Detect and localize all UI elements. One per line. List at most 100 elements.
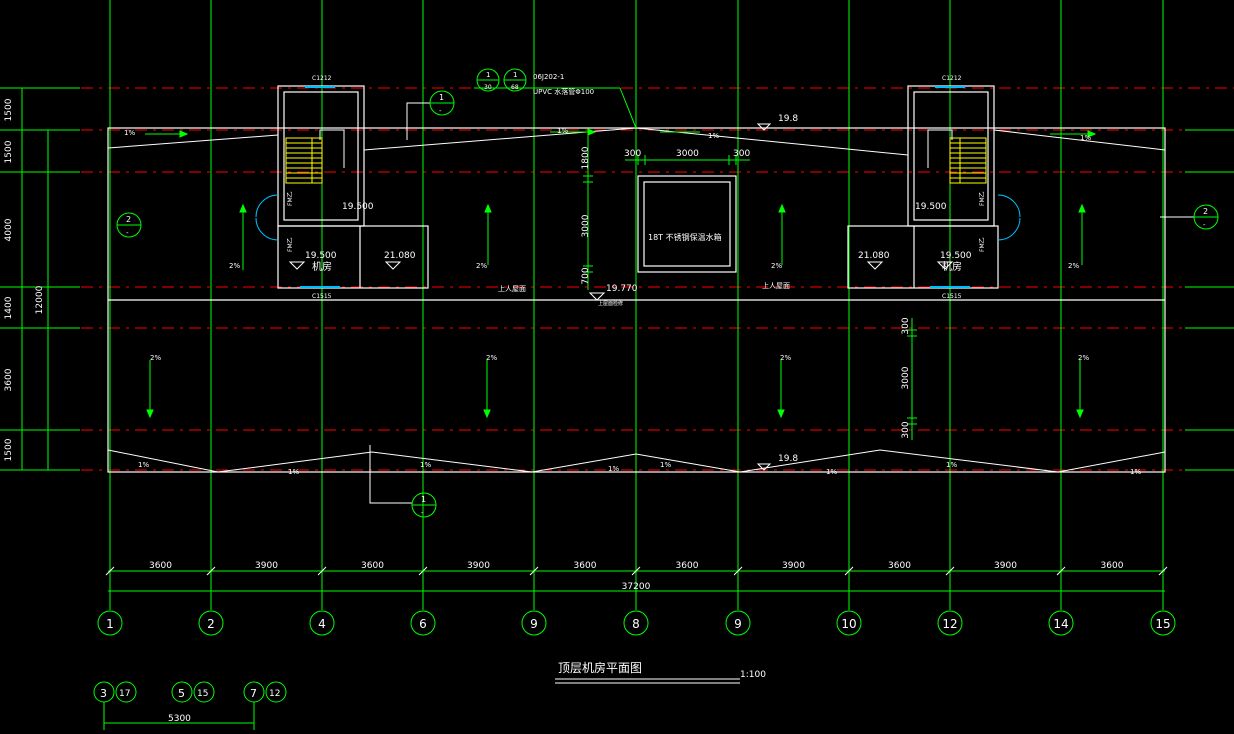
elev-right-room3: 19.500 bbox=[940, 251, 972, 261]
slope-label-19: 1% bbox=[1130, 468, 1141, 476]
pipe-reference: 1 30 1 68 06J202-1 UPVC 水落管Φ100 bbox=[474, 68, 637, 129]
slope-label-14: 1% bbox=[420, 461, 431, 469]
dim-tick bbox=[418, 566, 428, 576]
tank-dim-v-bot: 700 bbox=[581, 267, 591, 284]
section-2-den: - bbox=[1203, 221, 1206, 229]
dim-tick bbox=[733, 566, 743, 576]
section-0-num: 1 bbox=[439, 93, 444, 102]
slope-label-3: 1% bbox=[1080, 134, 1091, 142]
axis-bubble-2 bbox=[309, 610, 335, 636]
slope-label-5: 2% bbox=[476, 262, 487, 270]
tank-dim-h-mid: 3000 bbox=[676, 149, 699, 159]
pipe-ref: 06J202-1 bbox=[533, 73, 564, 81]
dim-bottom-3: 3900 bbox=[467, 561, 490, 571]
axis-bubble-6 bbox=[725, 610, 751, 636]
section-1-num: 2 bbox=[126, 215, 131, 224]
slope-label-13: 1% bbox=[288, 468, 299, 476]
elev-right-room2: 21.080 bbox=[858, 251, 890, 261]
section-1-den: - bbox=[126, 229, 129, 237]
dim-bottom-7: 3600 bbox=[888, 561, 911, 571]
slope-label-18: 1% bbox=[946, 461, 957, 469]
room-labels: 机房 机房 bbox=[312, 260, 962, 273]
slope-label-4: 2% bbox=[229, 262, 240, 270]
elev-left-room2: 19.500 bbox=[305, 251, 337, 261]
slope-label-9: 2% bbox=[486, 354, 497, 362]
dim-left-0: 1500 bbox=[4, 98, 14, 121]
elev-bottom-center: 19.8 bbox=[778, 454, 798, 464]
legend-1-b: 15 bbox=[197, 689, 208, 699]
window-marks bbox=[300, 86, 970, 288]
detail-top-num: 1 bbox=[486, 71, 490, 79]
window-label-3: C1515 bbox=[942, 293, 962, 300]
detail-top2-num: 1 bbox=[513, 71, 517, 79]
tank-dim-v-mid: 3000 bbox=[581, 214, 591, 237]
axis-bubble-7 bbox=[836, 610, 862, 636]
slope-arrows bbox=[145, 128, 1097, 419]
dim-left-2: 4000 bbox=[4, 218, 14, 241]
elev-center: 19.770 bbox=[606, 284, 638, 294]
elevation-labels: 19.8 19.500 19.500 21.080 19.500 21.080 … bbox=[305, 114, 972, 464]
dim-left-3: 1400 bbox=[4, 296, 14, 319]
dim-bottom-1: 3900 bbox=[255, 561, 278, 571]
door-labels: FM乙 FM乙 FM乙 FM乙 bbox=[287, 191, 986, 252]
axis-label-10: 15 bbox=[1155, 617, 1170, 631]
legend-2-b: 12 bbox=[269, 689, 280, 699]
slope-label-11: 2% bbox=[1078, 354, 1089, 362]
axis-label-6: 9 bbox=[734, 617, 742, 631]
dim-bottom-9: 3600 bbox=[1101, 561, 1124, 571]
legend-dim: 5300 bbox=[168, 714, 191, 724]
dim-bottom-4: 3600 bbox=[574, 561, 597, 571]
legend-1-a: 5 bbox=[178, 687, 185, 700]
axis-bubble-9 bbox=[1048, 610, 1074, 636]
small-note: 上屋面检修 bbox=[598, 300, 623, 307]
legend-bubbles: 3 17 5 15 7 12 5300 bbox=[93, 681, 287, 730]
left-dimension-chain bbox=[18, 87, 52, 471]
dim-left-4: 3600 bbox=[4, 368, 14, 391]
slope-label-2: 1% bbox=[708, 132, 719, 140]
left-dimension-labels: 1500 1500 4000 1400 3600 1500 12000 bbox=[4, 98, 45, 461]
room-label-left: 机房 bbox=[312, 260, 332, 273]
door-label-0: FM乙 bbox=[287, 191, 294, 206]
dim-bottom-8: 3900 bbox=[994, 561, 1017, 571]
door-swings bbox=[255, 194, 1021, 241]
elevation-triangles bbox=[288, 123, 954, 471]
elev-left-room3: 21.080 bbox=[384, 251, 416, 261]
tank-dimension-lines bbox=[583, 130, 917, 440]
axis-label-1: 2 bbox=[207, 617, 215, 631]
section-markers: 1 - 2 - 2 - 1 - bbox=[116, 90, 1219, 518]
legend-0-b: 17 bbox=[119, 689, 130, 699]
axis-label-7: 10 bbox=[841, 617, 856, 631]
pipe-note: UPVC 水落管Φ100 bbox=[533, 87, 594, 96]
axis-label-4: 9 bbox=[530, 617, 538, 631]
axis-bubble-5 bbox=[623, 610, 649, 636]
slope-label-6: 2% bbox=[771, 262, 782, 270]
elev-top-center: 19.8 bbox=[778, 114, 798, 124]
detail-top2-den: 68 bbox=[511, 84, 519, 91]
legend-0-a: 3 bbox=[100, 687, 107, 700]
stair-left bbox=[285, 137, 323, 184]
slope-labels: 1% 1% 1% 1% 2% 2% 2% 2% 2% 2% 2% 2% 1% 1… bbox=[124, 127, 1141, 476]
door-label-2: FM乙 bbox=[979, 191, 986, 206]
total-dimension: 37200 bbox=[622, 582, 651, 592]
axis-label-2: 4 bbox=[318, 617, 326, 631]
slope-label-8: 2% bbox=[150, 354, 161, 362]
slope-label-0: 1% bbox=[124, 129, 135, 137]
right-dim-c: 300 bbox=[901, 421, 911, 438]
section-3-den: - bbox=[421, 509, 424, 517]
slope-label-10: 2% bbox=[780, 354, 791, 362]
window-label-0: C1212 bbox=[312, 75, 332, 82]
section-2-num: 2 bbox=[1203, 207, 1208, 216]
tank-dim-h-right: 300 bbox=[733, 149, 750, 159]
grid-horizontal-lines bbox=[0, 87, 1234, 471]
slope-label-17: 1% bbox=[826, 468, 837, 476]
slope-label-12: 1% bbox=[138, 461, 149, 469]
roof-label-right: 上人屋面 bbox=[762, 281, 790, 290]
slope-label-16: 1% bbox=[660, 461, 671, 469]
axis-bubble-3 bbox=[410, 610, 436, 636]
tank-dim-v-top: 1800 bbox=[581, 146, 591, 169]
drawing-scale: 1:100 bbox=[740, 670, 766, 680]
door-label-3: FM乙 bbox=[979, 237, 986, 252]
